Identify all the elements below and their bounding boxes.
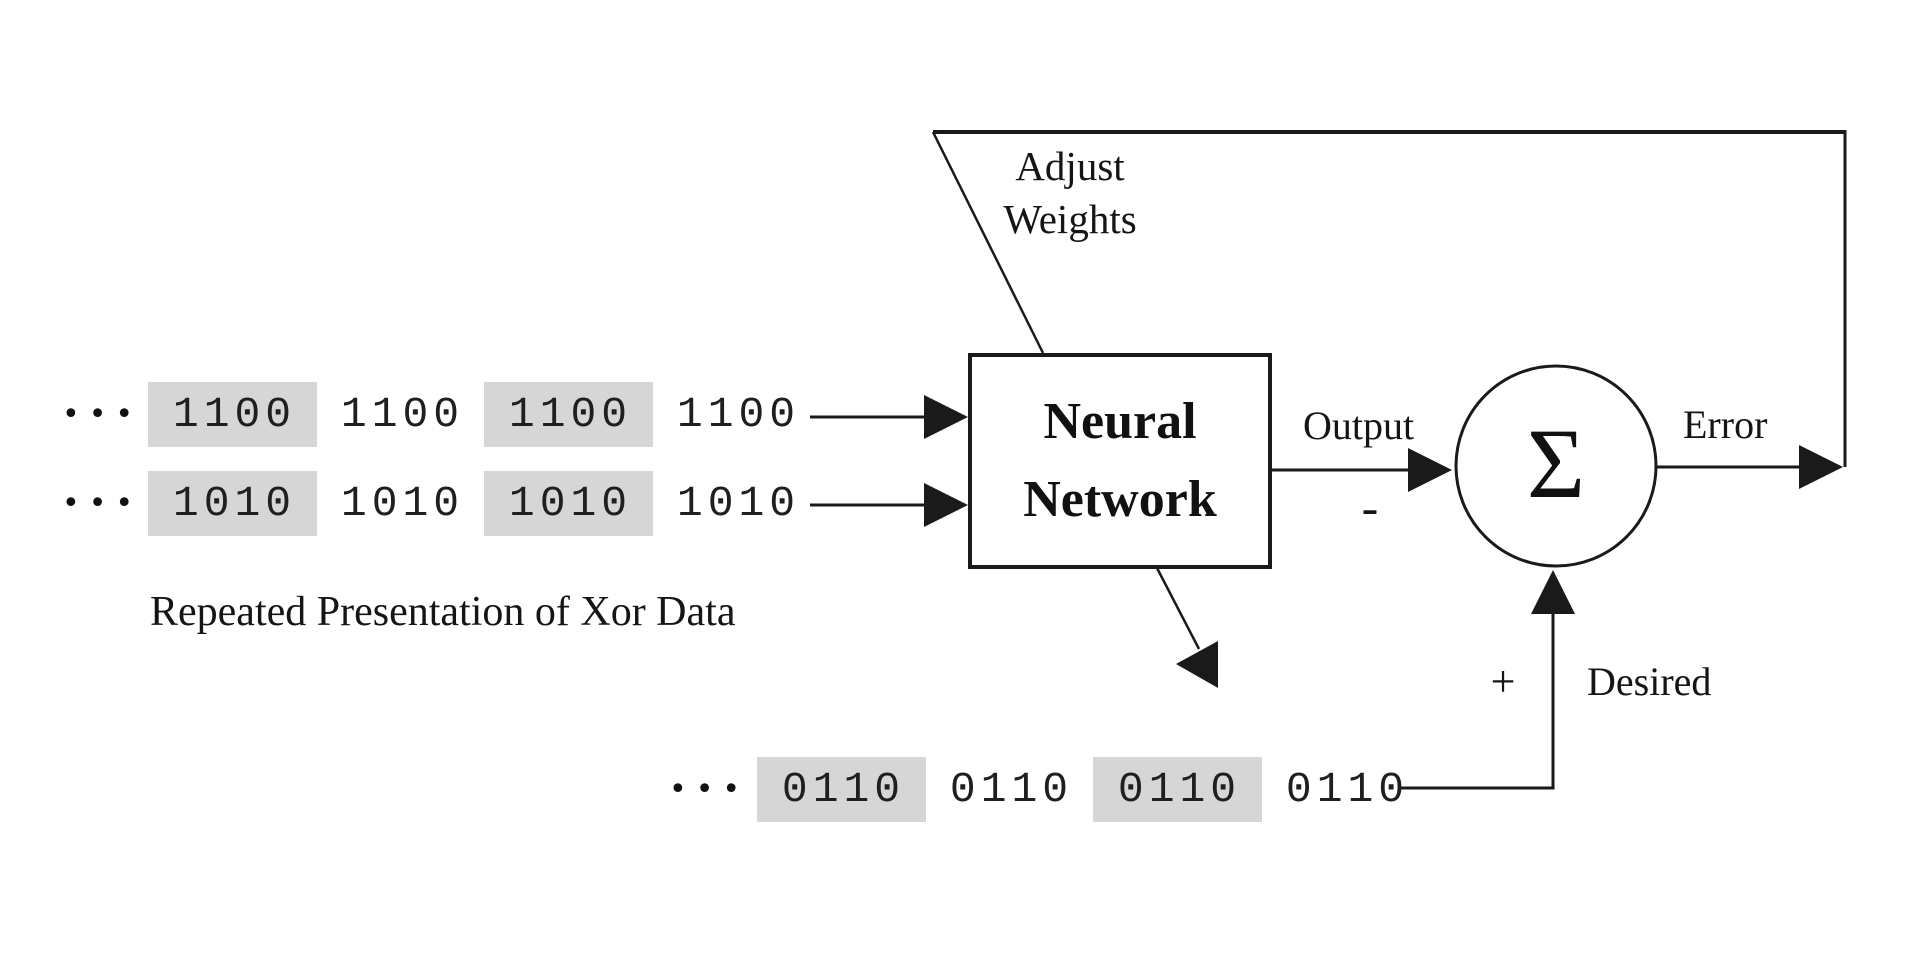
error-arrow-head-icon <box>1799 445 1843 489</box>
desired-label: Desired <box>1587 659 1712 704</box>
desired-row: ••• 0110 0110 0110 0110 <box>669 757 1409 822</box>
neural-network-label: Neural Network <box>970 355 1270 567</box>
adjust-weights-label: Adjust Weights <box>975 140 1165 246</box>
sequence-group-highlighted: 1100 <box>148 382 317 447</box>
input-arrow-1-head-icon <box>924 395 968 439</box>
sequence-group: 0110 <box>1285 765 1410 814</box>
sequence-group-highlighted: 1100 <box>484 382 653 447</box>
plus-sign: + <box>1490 657 1516 706</box>
network-output-head-icon <box>1176 641 1218 688</box>
sequence-group: 1010 <box>340 479 465 528</box>
adjust-weights-line1: Adjust <box>1015 143 1125 189</box>
output-label: Output <box>1303 403 1415 448</box>
sequence-group: 0110 <box>949 765 1074 814</box>
sequence-group: 1100 <box>340 390 465 439</box>
neural-network-box <box>968 353 1272 569</box>
sum-symbol: Σ <box>1526 407 1586 519</box>
ellipsis-icon: ••• <box>669 772 750 807</box>
input-row-1: ••• 1100 1100 1100 1100 <box>62 382 800 447</box>
ellipsis-icon: ••• <box>62 486 143 521</box>
neural-network-line2: Network <box>1023 471 1217 528</box>
sequence-group: 1010 <box>676 479 801 528</box>
input-arrow-2-head-icon <box>924 483 968 527</box>
sequence-group-highlighted: 1010 <box>148 471 317 536</box>
adjust-weights-line <box>931 131 1045 354</box>
ellipsis-icon: ••• <box>62 397 143 432</box>
sequence-group-highlighted: 1010 <box>484 471 653 536</box>
desired-arrow-head-icon <box>1531 570 1575 614</box>
input-row-2: ••• 1010 1010 1010 1010 <box>62 471 800 536</box>
caption-text: Repeated Presentation of Xor Data <box>150 589 736 635</box>
desired-path-line <box>1398 608 1555 790</box>
adjust-weights-line2: Weights <box>1003 196 1137 242</box>
error-label: Error <box>1683 402 1768 447</box>
minus-sign: - <box>1361 479 1379 535</box>
sequence-group: 1100 <box>676 390 801 439</box>
network-output-line <box>1155 567 1201 650</box>
output-arrow-head-icon <box>1408 448 1452 492</box>
sequence-group-highlighted: 0110 <box>1093 757 1262 822</box>
sequence-group-highlighted: 0110 <box>757 757 926 822</box>
neural-network-line1: Neural <box>1043 393 1197 450</box>
